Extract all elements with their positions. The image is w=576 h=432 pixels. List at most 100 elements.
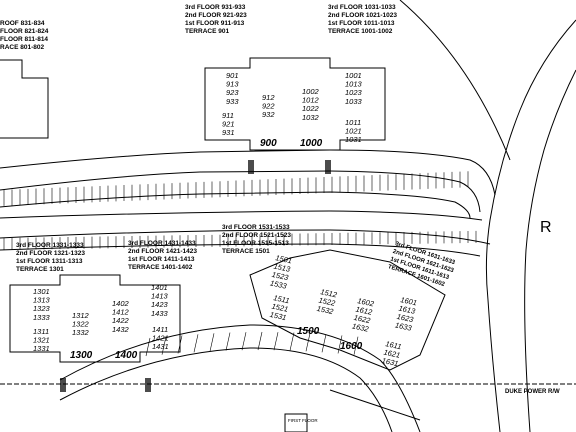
b1300-unit-1313: 1313 [33, 296, 51, 305]
b1400-line-4: TERRACE 1401-1402 [128, 264, 193, 271]
b1500-line-2: 2nd FLOOR 1521-1523 [222, 232, 291, 239]
lower-road-edge-2 [59, 347, 393, 432]
b900-unit-932: 932 [262, 110, 275, 119]
main-road-west-edge [485, 19, 576, 432]
south-stall [289, 332, 295, 351]
b1300-line-1: 3rd FLOOR 1331-1333 [16, 242, 84, 249]
b1000-unit-1012: 1012 [302, 96, 320, 105]
south-stall [305, 333, 311, 352]
upper-road-edge-inner [0, 170, 481, 213]
b1000-unit-1031: 1031 [345, 135, 362, 144]
building-1400-labels: 3rd FLOOR 1431-1433 2nd FLOOR 1421-1423 … [128, 240, 197, 271]
building-1400-number: 1400 [115, 350, 138, 361]
hatch-markers [60, 160, 331, 392]
road-branch [399, 0, 511, 161]
building-1500-1600-outline [249, 249, 446, 371]
b1500-line-3: 1st FLOOR 1515-1513 [222, 240, 289, 247]
b1400-unit-1432: 1432 [112, 325, 130, 334]
b900-unit-912: 912 [262, 93, 275, 102]
south-stall [257, 331, 263, 351]
b1400-line-3: 1st FLOOR 1411-1413 [128, 256, 195, 263]
b1400-unit-1423: 1423 [151, 300, 169, 309]
south-stall [225, 332, 231, 351]
b1600-unit-1623: 1623 [396, 312, 415, 324]
b1400-unit-1431: 1431 [152, 342, 169, 351]
b1500-unit-1511: 1511 [273, 293, 291, 305]
south-stall [353, 336, 359, 355]
b1400-unit-1401: 1401 [151, 283, 168, 292]
b900-unit-923: 923 [226, 88, 239, 97]
first-floor-tag: FIRST FLOOR [288, 418, 318, 423]
b1300-unit-1332: 1332 [72, 328, 90, 337]
b1500-unit-1522: 1522 [318, 296, 337, 308]
middle-road-edge [0, 210, 483, 221]
building-900-number: 900 [260, 138, 277, 149]
b1000-unit-1021: 1021 [345, 127, 362, 136]
b1000-line-3: 1st FLOOR 1011-1013 [328, 20, 395, 27]
building-1300-labels: 3rd FLOOR 1331-1333 2nd FLOOR 1321-1323 … [16, 242, 85, 273]
b1500-unit-1532: 1532 [316, 304, 335, 316]
b1000-unit-1023: 1023 [345, 88, 363, 97]
b900-line-1: 3rd FLOOR 931-933 [185, 4, 246, 11]
b1000-unit-1032: 1032 [302, 113, 320, 122]
building-800-outline [0, 59, 49, 139]
building-1500-labels: 3rd FLOOR 1531-1533 2nd FLOOR 1521-1523 … [222, 224, 291, 255]
b1300-unit-1311: 1311 [33, 327, 49, 336]
b900-line-2: 2nd FLOOR 921-923 [185, 12, 247, 19]
b1000-line-4: TERRACE 1001-1002 [328, 28, 393, 35]
b1600-unit-1633: 1633 [394, 320, 413, 332]
south-stall [241, 332, 247, 351]
b1500-unit-1512: 1512 [320, 287, 339, 299]
b1400-line-2: 2nd FLOOR 1421-1423 [128, 248, 197, 255]
b1300-unit-1321: 1321 [33, 336, 50, 345]
b800-line-1: ROOF 831-834 [0, 20, 45, 27]
b1600-unit-1611: 1611 [385, 339, 403, 351]
b1300-unit-1323: 1323 [33, 304, 51, 313]
b1600-unit-1601: 1601 [400, 295, 418, 307]
road-letter: R [540, 219, 552, 236]
b1400-unit-1412: 1412 [112, 308, 130, 317]
b1600-unit-1612: 1612 [355, 305, 374, 317]
b1300-unit-1331: 1331 [33, 344, 50, 353]
b1400-unit-1413: 1413 [151, 292, 169, 301]
building-1300-number: 1300 [70, 350, 93, 361]
lower-parking-edge [0, 243, 481, 257]
b1300-unit-1312: 1312 [72, 311, 90, 320]
b900-unit-911: 911 [222, 111, 234, 120]
parking-stalls [3, 171, 477, 357]
b800-line-4: RACE 801-802 [0, 44, 44, 51]
b1000-line-2: 2nd FLOOR 1021-1023 [328, 12, 397, 19]
b1500-unit-1501: 1501 [275, 253, 293, 265]
main-road-east-edge [524, 69, 576, 432]
building-1000-number: 1000 [300, 138, 323, 149]
b1400-unit-1411: 1411 [152, 325, 168, 334]
b1000-unit-1013: 1013 [345, 80, 363, 89]
b1600-unit-1613: 1613 [398, 304, 417, 316]
b1300-line-4: TERRACE 1301 [16, 266, 64, 273]
b900-unit-933: 933 [226, 97, 239, 106]
b1000-unit-1022: 1022 [302, 104, 320, 113]
south-stall [321, 334, 327, 353]
b900-unit-913: 913 [226, 80, 239, 89]
b800-line-2: FLOOR 821-824 [0, 28, 49, 35]
b1500-unit-1531: 1531 [269, 310, 287, 322]
b1400-unit-1433: 1433 [151, 309, 169, 318]
building-1000-labels: 3rd FLOOR 1031-1033 2nd FLOOR 1021-1023 … [328, 4, 397, 35]
middle-road-edge-2 [0, 229, 491, 245]
b1300-line-2: 2nd FLOOR 1321-1323 [16, 250, 85, 257]
b1000-unit-1001: 1001 [345, 71, 362, 80]
south-stall [177, 335, 183, 354]
b900-unit-921: 921 [222, 120, 235, 129]
b1300-unit-1333: 1333 [33, 313, 51, 322]
b900-unit-901: 901 [226, 71, 239, 80]
south-stall [337, 335, 343, 354]
south-stall [145, 337, 151, 357]
upper-road-edge-top [0, 149, 496, 196]
b900-line-4: TERRACE 901 [185, 28, 229, 35]
upper-parking-edge [0, 191, 471, 219]
b1500-unit-1533: 1533 [269, 278, 288, 290]
b1400-unit-1422: 1422 [112, 316, 130, 325]
building-800-labels: ROOF 831-834 FLOOR 821-824 FLOOR 811-814… [0, 20, 49, 51]
unit-labels: 9019139239339119219319129229321002101210… [33, 71, 418, 368]
